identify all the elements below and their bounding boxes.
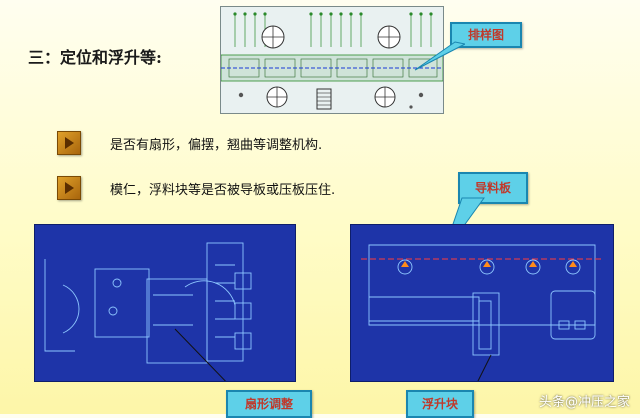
bullet-icon-1 bbox=[57, 131, 81, 155]
bullet-icon-2 bbox=[57, 176, 81, 200]
strip-layout-drawing bbox=[220, 6, 444, 114]
cad-fan-adjust-svg bbox=[44, 242, 252, 381]
cad-guide-plate-svg bbox=[361, 244, 603, 381]
callout-layout-pointer bbox=[414, 41, 465, 71]
cad-panel-guide-plate bbox=[350, 224, 614, 382]
bullet-text-1: 是否有扇形，偏摆，翘曲等调整机构. bbox=[110, 138, 323, 153]
cad-panel-fan-adjust bbox=[34, 224, 296, 382]
callout-float-block: 浮升块 bbox=[406, 390, 474, 418]
strip-layout-svg bbox=[220, 12, 444, 110]
bullet-text-2: 模仁，浮料块等是否被导板或压板压住. bbox=[110, 183, 336, 198]
watermark: 头条@冲压之家 bbox=[538, 395, 630, 410]
callout-fan-adjust: 扇形调整 bbox=[226, 390, 312, 418]
section-title: 三：定位和浮升等: bbox=[28, 48, 162, 67]
